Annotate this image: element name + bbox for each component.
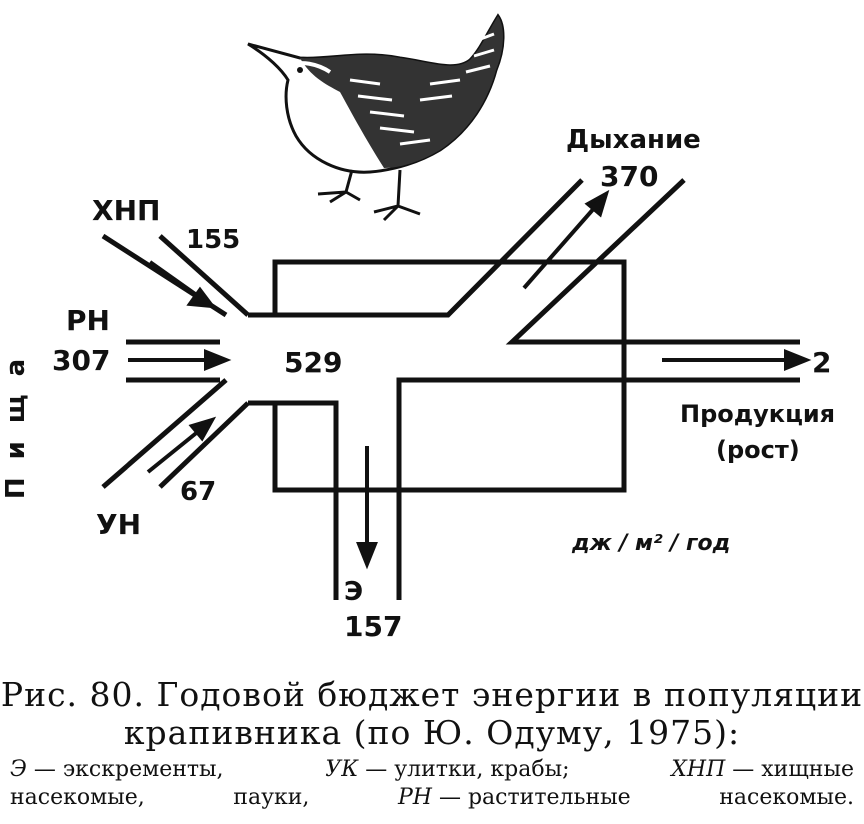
arrow-un-icon — [188, 416, 217, 442]
respiration-channel — [275, 178, 686, 345]
legend-e: Э — экскременты, — [10, 757, 224, 782]
input-un-name: УН — [96, 508, 141, 541]
units-label: дж / м² / год — [571, 531, 730, 556]
production-name: Продукция — [680, 400, 835, 428]
wren-bird-icon — [247, 13, 505, 222]
legend-insects: насекомые, — [10, 785, 145, 810]
legend-row-2: насекомые, пауки, РН — растительные насе… — [10, 784, 854, 812]
legend-spiders: пауки, — [233, 785, 310, 810]
arrow-respiration-icon — [584, 189, 610, 218]
flow-arrows — [128, 189, 812, 570]
food-vertical-label: Пища — [1, 341, 31, 499]
input-hnp-name: ХНП — [92, 194, 160, 227]
arrow-production-icon — [784, 349, 812, 371]
production-channel — [624, 339, 800, 383]
legend-uk: УК — улитки, крабы; — [325, 757, 570, 782]
production-value: 2 — [812, 346, 831, 379]
legend-row-1: Э — экскременты, УК — улитки, крабы; ХНП… — [10, 756, 854, 784]
respiration-name: Дыхание — [566, 125, 701, 155]
input-rn-value: 307 — [52, 344, 110, 377]
figure-legend: Э — экскременты, УК — улитки, крабы; ХНП… — [0, 756, 864, 812]
input-hnp-value: 155 — [186, 225, 240, 255]
arrow-rn-icon — [204, 349, 232, 371]
legend-rn: РН — растительные — [397, 785, 631, 810]
excrement-channel — [275, 377, 624, 600]
caption-line-1: Рис. 80. Годовой бюджет энергии в популя… — [0, 675, 864, 714]
caption-line-2: крапивника (по Ю. Одуму, 1975): — [123, 713, 741, 752]
intake-total-value: 529 — [284, 346, 342, 379]
input-un-value: 67 — [180, 477, 216, 507]
energy-budget-diagram: Пища ХНП 155 РН 307 67 УН 529 Дыхание 37… — [1, 13, 835, 643]
arrow-hnp-icon — [186, 286, 217, 309]
production-subname: (рост) — [716, 436, 800, 464]
arrow-excrement-icon — [356, 542, 378, 570]
population-box — [272, 259, 627, 493]
respiration-value: 370 — [600, 160, 658, 193]
input-rn-name: РН — [66, 304, 110, 337]
legend-insects-end: насекомые. — [719, 785, 854, 810]
legend-hnp: ХНП — хищные — [671, 757, 854, 782]
excrement-value: 157 — [344, 610, 402, 643]
figure-caption: Рис. 80. Годовой бюджет энергии в популя… — [0, 676, 864, 752]
excrement-name: Э — [344, 577, 363, 607]
